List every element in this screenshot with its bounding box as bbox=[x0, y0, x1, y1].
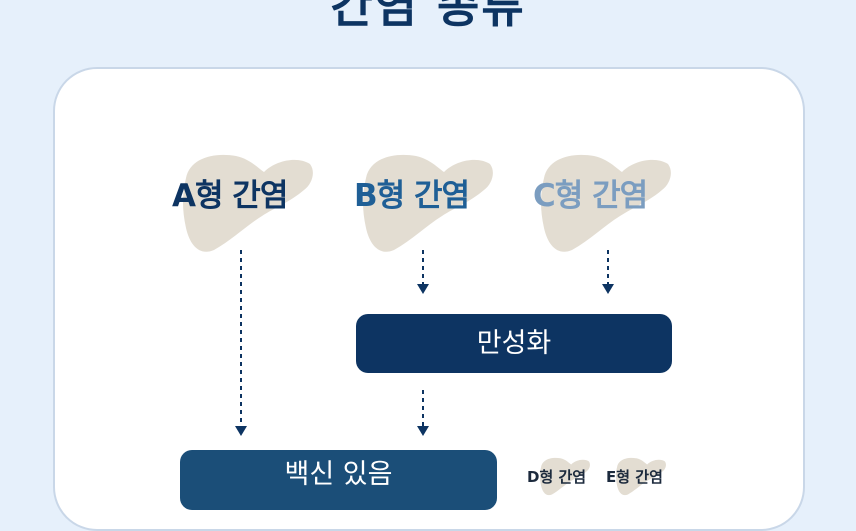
hepatitis-e-label: E형 간염 bbox=[606, 468, 663, 486]
liver-a-icon bbox=[180, 150, 316, 254]
arrow-c-to-chronic bbox=[600, 250, 616, 300]
liver-b-icon bbox=[360, 150, 496, 254]
hepatitis-a-label: A형 간염 bbox=[172, 178, 288, 214]
arrow-chronic-to-vaccine bbox=[415, 390, 431, 442]
hepatitis-d-label: D형 간염 bbox=[527, 468, 587, 486]
arrow-a-to-vaccine bbox=[233, 250, 249, 444]
hepatitis-c-label: C형 간염 bbox=[533, 178, 648, 214]
arrow-b-to-chronic bbox=[415, 250, 431, 300]
liver-c-icon bbox=[538, 150, 674, 254]
hepatitis-b-label: B형 간염 bbox=[354, 178, 470, 214]
chronic-box: 만성화 bbox=[356, 314, 672, 373]
page-title: 간염 종류 bbox=[330, 0, 526, 33]
vaccine-box: 백신 있음 bbox=[180, 450, 497, 510]
